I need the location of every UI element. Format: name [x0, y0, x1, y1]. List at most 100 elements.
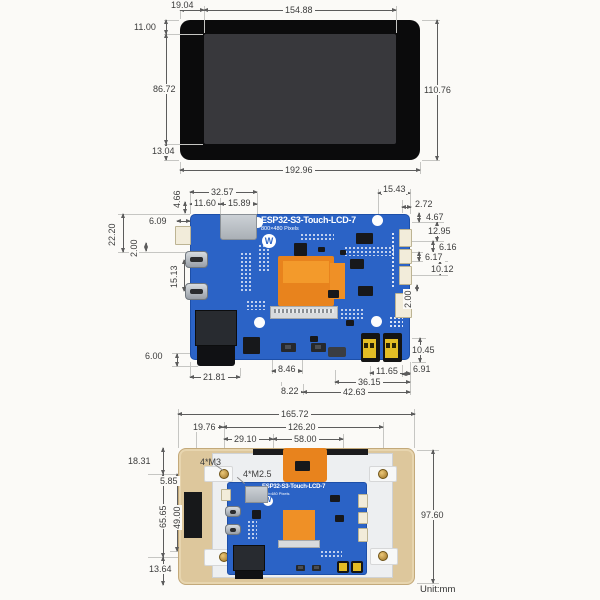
- dim-conn-top: 4.66: [172, 189, 182, 209]
- pad-cluster: [240, 252, 252, 292]
- dim-ant-overhang-line: [175, 353, 179, 367]
- dim-usb-pitch: 15.13: [169, 264, 179, 289]
- capacitor: [340, 250, 346, 255]
- unit-label: Unit:mm: [420, 584, 456, 595]
- ext-line: [240, 368, 241, 376]
- dim-off1: 19.76: [191, 422, 218, 432]
- dim-l1: 18.31: [126, 456, 153, 466]
- ic-chip-small: [252, 510, 261, 519]
- rs485-terminal: [361, 333, 380, 362]
- dim-back-total: 165.72: [279, 409, 311, 419]
- dim-edge-off: 2.72: [413, 199, 435, 209]
- terminal-small: [351, 561, 363, 573]
- dim-esp-w: 21.81: [201, 372, 228, 382]
- jst-connector: [399, 249, 412, 264]
- dim-l5: 13.64: [147, 564, 174, 574]
- pad-cluster-small: [247, 520, 257, 540]
- ext-line: [410, 362, 411, 395]
- dim-conn-protrude: 6.09: [147, 216, 169, 226]
- dim-hole-edge: 15.43: [381, 184, 408, 194]
- m3-screw: [378, 469, 388, 479]
- terminal-small: [337, 561, 349, 573]
- label-m3: 4*M3: [200, 457, 222, 467]
- dim-r2: 12.95: [426, 226, 453, 236]
- dim-l4: 49.00: [172, 505, 182, 530]
- dim-conn-protrude-line: [176, 219, 191, 223]
- ext-line: [412, 275, 448, 276]
- dim-r4-line: [417, 251, 421, 262]
- dim-off2: 29.10: [232, 434, 259, 444]
- ext-line: [118, 252, 186, 253]
- ext-line: [412, 241, 444, 242]
- dim-active-height: 86.72: [151, 84, 178, 94]
- ext-line: [180, 6, 181, 19]
- dim-bezel-left-line: [179, 8, 205, 12]
- dim-conn-top-line: [183, 201, 187, 214]
- ext-line: [378, 189, 379, 216]
- board-title-small: ESP32-S3-Touch-LCD-7: [262, 484, 326, 490]
- ext-line: [178, 409, 179, 448]
- dim-gap: 2.00: [129, 238, 139, 258]
- ext-line: [412, 222, 444, 223]
- dim-r4: 6.17: [423, 252, 445, 262]
- dim-ant-overhang: 6.00: [143, 351, 165, 361]
- dim-r6: 2.00: [403, 289, 413, 309]
- dim-r1: 4.67: [424, 212, 446, 222]
- pin-label-column: [391, 232, 396, 288]
- capacitor: [310, 336, 318, 342]
- ext-line: [422, 160, 440, 161]
- dim-sd-width: 15.89: [226, 198, 253, 208]
- usb-c-port: [185, 283, 208, 300]
- ic-chip-small: [330, 495, 340, 502]
- dim-back-height: 97.60: [419, 510, 446, 520]
- silkscreen-text-block: [389, 316, 403, 328]
- ic-chip: [328, 290, 339, 298]
- ext-line: [303, 384, 304, 395]
- ext-line: [402, 365, 403, 377]
- ext-line: [164, 160, 179, 161]
- ext-line: [343, 434, 344, 448]
- ext-line: [414, 409, 415, 448]
- jst-connector-small: [358, 512, 368, 524]
- dim-l1-line: [161, 447, 165, 475]
- ext-line: [302, 360, 303, 374]
- ext-line: [410, 189, 411, 214]
- ic-chip: [294, 243, 307, 256]
- mounting-hole: [252, 217, 263, 228]
- dim-fpc: 58.00: [292, 434, 319, 444]
- ext-line: [272, 360, 273, 374]
- jst-connector-small: [358, 528, 368, 542]
- dim-l2: 5.85: [158, 476, 180, 486]
- ext-line: [335, 370, 336, 385]
- ext-line: [164, 34, 203, 35]
- dim-bezel-bottom: 13.04: [150, 146, 177, 156]
- dim-total-width: 192.96: [283, 165, 315, 175]
- pad-cluster: [344, 246, 394, 256]
- esp32-module: [195, 310, 237, 346]
- dim-bezel-left: 19.04: [169, 0, 196, 10]
- dim-r3-line: [431, 240, 435, 253]
- dim-b2: 8.22: [279, 386, 301, 396]
- dim-sd-span: 32.57: [209, 187, 236, 197]
- mounting-hole: [254, 317, 265, 328]
- pad-cluster: [258, 244, 270, 272]
- uart-connector: [175, 226, 191, 245]
- m3-screw: [378, 551, 388, 561]
- jst-connector-small: [358, 494, 368, 508]
- fpc-cable-fold: [283, 261, 329, 283]
- dim-term-edge: 6.91: [411, 364, 433, 374]
- uart-connector-small: [221, 489, 231, 501]
- ext-line: [164, 144, 203, 145]
- dim-b4: 42.63: [341, 387, 368, 397]
- dim-b3: 36.15: [356, 377, 383, 387]
- pad-cluster: [300, 233, 334, 241]
- dim-usb-top: 22.20: [107, 222, 117, 247]
- ext-line: [422, 20, 440, 21]
- dim-b5: 11.65: [374, 366, 400, 376]
- dim-r6-line: [415, 284, 419, 292]
- dim-r3: 6.16: [437, 242, 459, 252]
- ic-chip: [350, 259, 364, 269]
- boot-button: [311, 343, 326, 352]
- dim-l3: 65.65: [158, 504, 168, 529]
